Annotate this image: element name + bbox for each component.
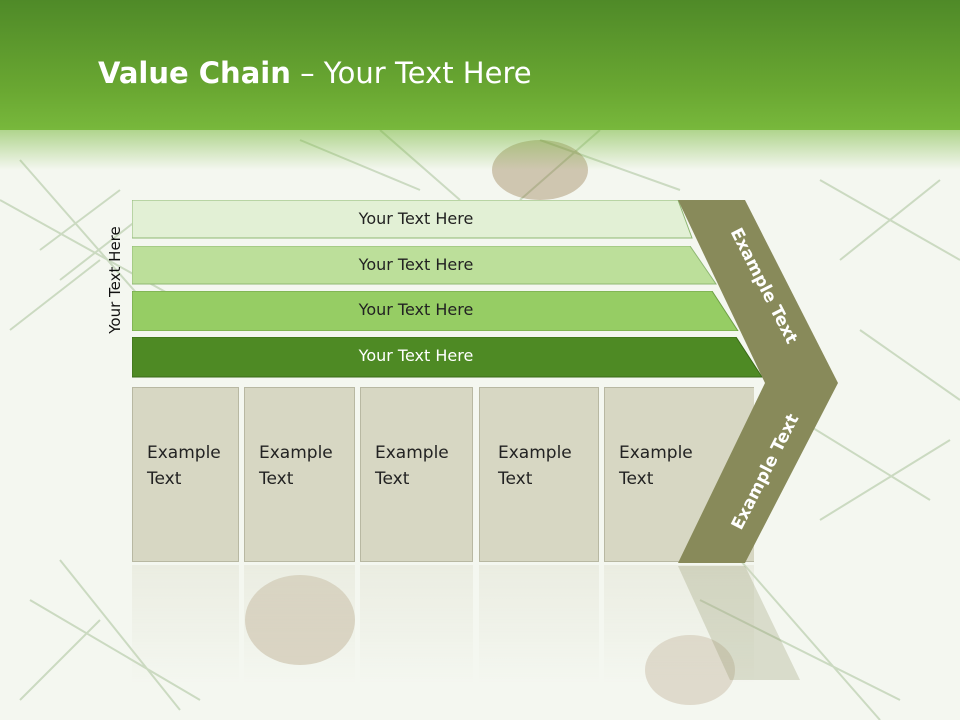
box-3-line2: Text (375, 469, 410, 489)
title-rest: – Your Text Here (290, 56, 532, 90)
bar-4-label: Your Text Here (358, 346, 474, 365)
box-5-line2: Text (619, 469, 654, 489)
box-2-line1: Example (259, 443, 333, 463)
box-4-line2: Text (498, 469, 533, 489)
box-2-line2: Text (259, 469, 294, 489)
box-1-line2: Text (147, 469, 182, 489)
chevron-upper (678, 200, 838, 383)
slide-title: Value Chain – Your Text Here (98, 55, 532, 91)
bar-4: Your Text Here (132, 337, 768, 378)
box-1-line1: Example (147, 443, 221, 463)
bar-3-shape (132, 291, 739, 331)
bar-1: Your Text Here (132, 200, 702, 239)
title-bold: Value Chain (98, 56, 291, 90)
bar-2: Your Text Here (132, 246, 722, 285)
bar-1-label: Your Text Here (358, 209, 474, 228)
box-3-line1: Example (375, 443, 449, 463)
chevron-reflection (678, 566, 800, 680)
bar-2-shape (132, 246, 717, 285)
box-5-line1: Example (619, 443, 693, 463)
boxes-reflection (132, 565, 754, 685)
bar-2-label: Your Text Here (358, 255, 474, 274)
bar-4-shape (132, 337, 763, 378)
header-fade (0, 130, 960, 170)
header-band (0, 0, 960, 130)
bar-3: Your Text Here (132, 291, 744, 331)
bar-1-shape (132, 200, 693, 239)
box-4-line1: Example (498, 443, 572, 463)
chevron-lower (678, 383, 838, 563)
bar-3-label: Your Text Here (358, 300, 474, 319)
